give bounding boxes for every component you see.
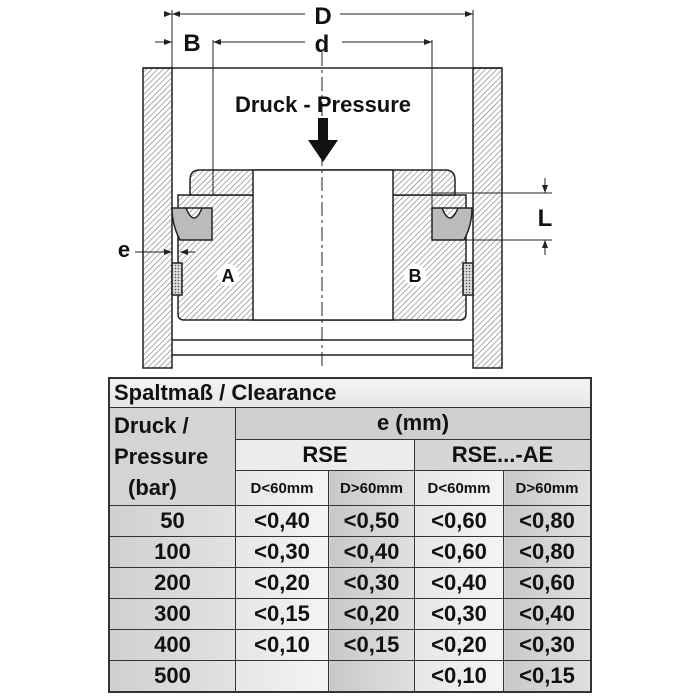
clearance-cell: <0,40 — [414, 567, 504, 599]
table-title: Spaltmaß / Clearance — [108, 377, 592, 408]
clearance-cell: <0,60 — [414, 536, 504, 568]
cylinder-wall-left — [142, 67, 173, 369]
clearance-cell: <0,40 — [328, 536, 415, 568]
pressure-header-line: (bar) — [128, 475, 177, 500]
pressure-cell: 200 — [108, 567, 236, 599]
clearance-cell: <0,60 — [414, 505, 504, 537]
table-row: 300<0,15<0,20<0,30<0,40 — [108, 598, 592, 630]
dim-D-label: D — [314, 3, 331, 30]
group-rse: RSE — [235, 438, 415, 472]
piston-bore — [252, 169, 394, 321]
subheader: D<60mm — [235, 470, 329, 506]
guide-ring-left — [171, 262, 183, 296]
clearance-cell: <0,30 — [235, 536, 329, 568]
clearance-cell — [328, 660, 415, 693]
clearance-cell: <0,20 — [414, 629, 504, 661]
seal-left — [171, 207, 213, 241]
clearance-cell: <0,15 — [503, 660, 592, 693]
marker-A: A — [222, 266, 235, 286]
clearance-cell: <0,15 — [235, 598, 329, 630]
table-row: 50<0,40<0,50<0,60<0,80 — [108, 505, 592, 537]
clearance-cell: <0,80 — [503, 536, 592, 568]
clearance-cell: <0,40 — [503, 598, 592, 630]
subheader: D>60mm — [503, 470, 592, 506]
clearance-cell: <0,10 — [235, 629, 329, 661]
clearance-cell: <0,30 — [328, 567, 415, 599]
clearance-cell: <0,60 — [503, 567, 592, 599]
subheader: D<60mm — [414, 470, 504, 506]
clearance-cell: <0,10 — [414, 660, 504, 693]
e-header: e (mm) — [235, 407, 592, 440]
seal-cross-section-diagram: D d B L e Druck - Pressure A B — [117, 3, 553, 369]
pressure-header-line: Druck / — [114, 413, 189, 438]
table-row: 400<0,10<0,15<0,20<0,30 — [108, 629, 592, 661]
clearance-cell: <0,80 — [503, 505, 592, 537]
table-row: 500 <0,10<0,15 — [108, 660, 592, 693]
clearance-cell: <0,50 — [328, 505, 415, 537]
pressure-cell: 50 — [108, 505, 236, 537]
pressure-label: Druck - Pressure — [235, 92, 411, 117]
dim-L-label: L — [538, 205, 553, 232]
clearance-cell: <0,15 — [328, 629, 415, 661]
dim-B-label: B — [183, 30, 200, 57]
group-rse-ae: RSE...-AE — [414, 438, 592, 472]
pressure-cell: 400 — [108, 629, 236, 661]
clearance-cell: <0,30 — [503, 629, 592, 661]
dim-d-label: d — [315, 31, 330, 58]
cylinder-wall-right — [472, 67, 503, 369]
pressure-cell: 300 — [108, 598, 236, 630]
guide-ring-right — [462, 262, 474, 296]
clearance-cell — [235, 660, 329, 693]
clearance-cell: <0,20 — [235, 567, 329, 599]
pressure-arrow-icon — [308, 118, 338, 162]
marker-B: B — [409, 266, 422, 286]
clearance-cell: <0,40 — [235, 505, 329, 537]
pressure-header: Druck / Pressure (bar) — [108, 407, 236, 506]
pressure-header-line: Pressure — [114, 444, 209, 469]
clearance-cell: <0,30 — [414, 598, 504, 630]
table-row: 100<0,30<0,40<0,60<0,80 — [108, 536, 592, 568]
clearance-cell: <0,20 — [328, 598, 415, 630]
subheader: D>60mm — [328, 470, 415, 506]
table-row: 200<0,20<0,30<0,40<0,60 — [108, 567, 592, 599]
pressure-cell: 500 — [108, 660, 236, 693]
clearance-table: Spaltmaß / Clearance Druck / Pressure (b… — [108, 377, 592, 693]
dim-e-label: e — [118, 237, 130, 262]
pressure-cell: 100 — [108, 536, 236, 568]
